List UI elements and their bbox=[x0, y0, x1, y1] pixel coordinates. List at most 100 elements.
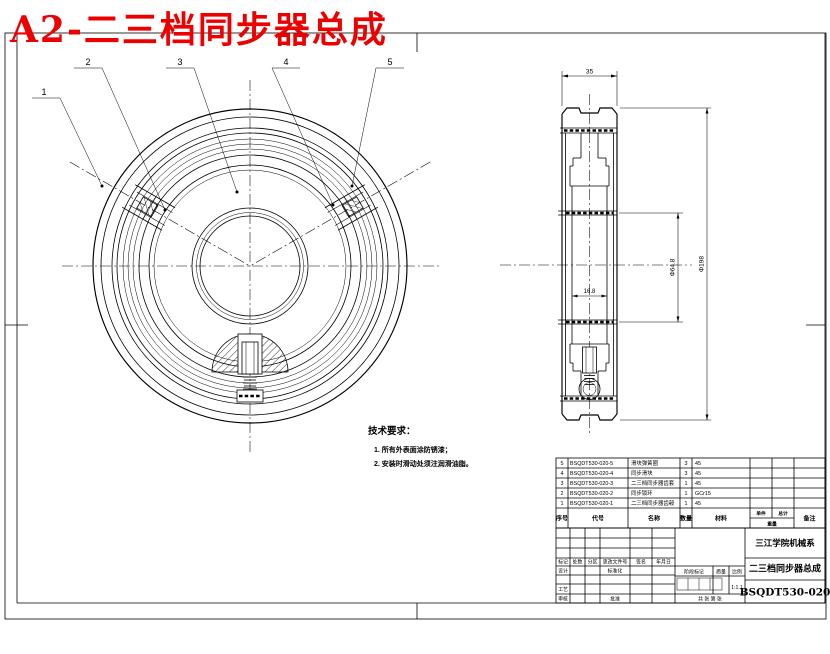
svg-text:1: 1 bbox=[685, 481, 688, 487]
drawing-title-block: 二三档同步器总成 bbox=[749, 563, 821, 574]
detent-detail bbox=[578, 346, 601, 400]
label-date: 年月日 bbox=[656, 559, 671, 566]
label-standardize: 标准化 bbox=[608, 568, 623, 575]
svg-text:45: 45 bbox=[695, 461, 701, 467]
balloon-1: 1 bbox=[32, 87, 104, 188]
svg-text:2: 2 bbox=[561, 491, 564, 497]
svg-text:1: 1 bbox=[685, 491, 688, 497]
dim-bore-dia: Φ64.8 bbox=[619, 212, 683, 323]
label-design: 设计 bbox=[558, 568, 568, 575]
sheet-border bbox=[4, 32, 827, 620]
bom-header-unit-weight: 单件 bbox=[756, 510, 766, 517]
bom-row-2: 2 BSQDT530-020-2 同步锁环 1 GCr15 bbox=[561, 489, 711, 497]
label-review: 审核 bbox=[558, 596, 568, 603]
dim-width-text: 35 bbox=[586, 69, 594, 76]
side-view: 35 Φ198 Φ64.8 16. bbox=[500, 69, 711, 436]
balloon-3-label: 3 bbox=[177, 57, 182, 67]
balloon-2-label: 2 bbox=[85, 57, 90, 67]
svg-text:BSQDT530-020-3: BSQDT530-020-3 bbox=[570, 481, 613, 487]
bom-header-weight: 重量 bbox=[767, 521, 777, 528]
bom-row-4: 4 BSQDT530-020-4 同步滑块 3 45 bbox=[561, 469, 702, 477]
balloon-4: 4 bbox=[271, 57, 335, 207]
label-approve: 批准 bbox=[610, 596, 620, 603]
balloon-2: 2 bbox=[74, 57, 167, 212]
front-view: 1 2 3 4 bbox=[32, 57, 442, 452]
label-zone: 分区 bbox=[588, 559, 598, 566]
bom-row-5: 5 BSQDT530-020-5 滑块弹簧圈 3 45 bbox=[561, 459, 702, 467]
bom-header-total-weight: 总计 bbox=[778, 510, 788, 517]
balloon-5: 5 bbox=[350, 57, 404, 188]
svg-text:GCr15: GCr15 bbox=[695, 491, 711, 497]
balloon-5-label: 5 bbox=[387, 57, 392, 67]
bom-header-name: 名称 bbox=[648, 515, 660, 523]
balloon-3: 3 bbox=[166, 57, 239, 194]
svg-text:二三档同步器齿毂: 二三档同步器齿毂 bbox=[631, 499, 675, 507]
bom-table: 序号 代号 名称 数量 材料 单件 总计 重量 备注 5 BSQDT530-02… bbox=[555, 457, 826, 529]
svg-text:45: 45 bbox=[695, 471, 701, 477]
label-sign: 签名 bbox=[636, 559, 646, 566]
page-title: A2-二三档同步器总成 bbox=[9, 9, 388, 51]
hub-profile bbox=[569, 133, 610, 396]
spring-coils bbox=[243, 376, 257, 390]
svg-text:BSQDT530-020-1: BSQDT530-020-1 bbox=[570, 501, 613, 507]
sleeve-top-profile bbox=[561, 107, 618, 115]
dim-hub-width-text: 16.8 bbox=[584, 289, 596, 295]
svg-text:3: 3 bbox=[561, 481, 564, 487]
svg-text:滑块弹簧圈: 滑块弹簧圈 bbox=[631, 459, 658, 467]
svg-text:BSQDT530-020-4: BSQDT530-020-4 bbox=[570, 471, 613, 477]
bom-row-3: 3 BSQDT530-020-3 二三档同步器齿套 1 45 bbox=[561, 479, 702, 487]
bom-header-code: 代号 bbox=[591, 515, 604, 523]
dim-bore-dia-text: Φ64.8 bbox=[670, 258, 677, 276]
svg-text:5: 5 bbox=[561, 461, 564, 467]
title-block: 标记 处数 分区 更改文件号 签名 年月日 设计 标准化 工艺 审核 批准 阶段… bbox=[555, 527, 830, 604]
label-count: 处数 bbox=[573, 559, 583, 566]
detent-ball bbox=[578, 378, 601, 400]
svg-text:1: 1 bbox=[561, 501, 564, 507]
tech-req-item-2: 2. 安装时滑动处须注润滑油脂。 bbox=[374, 459, 473, 468]
svg-text:BSQDT530-020-5: BSQDT530-020-5 bbox=[570, 461, 613, 467]
svg-text:45: 45 bbox=[695, 481, 701, 487]
bom-header-material: 材料 bbox=[714, 515, 727, 523]
svg-text:BSQDT530-020-2: BSQDT530-020-2 bbox=[570, 491, 613, 497]
dimensions: 35 Φ198 Φ64.8 16. bbox=[561, 69, 711, 421]
bom-rows: 5 BSQDT530-020-5 滑块弹簧圈 3 45 4 BSQDT530-0… bbox=[561, 459, 711, 507]
svg-text:4: 4 bbox=[561, 471, 564, 477]
label-stage-mark: 阶段标记 bbox=[684, 568, 704, 575]
bom-header-seq: 序号 bbox=[555, 515, 568, 523]
dim-outer-dia: Φ198 bbox=[620, 107, 711, 421]
svg-text:3: 3 bbox=[685, 471, 688, 477]
tech-req-heading: 技术要求： bbox=[368, 425, 416, 437]
balloon-4-label: 4 bbox=[283, 57, 288, 67]
label-mark: 标记 bbox=[558, 559, 568, 566]
svg-text:同步锁环: 同步锁环 bbox=[631, 489, 653, 497]
title-block-labels: 标记 处数 分区 更改文件号 签名 年月日 设计 标准化 工艺 审核 批准 阶段… bbox=[558, 559, 743, 603]
dim-hub-width: 16.8 bbox=[572, 289, 607, 298]
balloon-callouts: 1 2 3 4 bbox=[32, 57, 404, 212]
tech-req-item-1: 1. 所有外表面涂防锈漆； bbox=[374, 445, 452, 454]
title-block-grid bbox=[555, 527, 826, 604]
sleeve-bottom-profile bbox=[561, 413, 618, 421]
svg-text:1: 1 bbox=[685, 501, 688, 507]
label-craft: 工艺 bbox=[558, 587, 568, 593]
bom-header-row: 序号 代号 名称 数量 材料 单件 总计 重量 备注 bbox=[555, 510, 816, 528]
dim-width-35: 35 bbox=[561, 69, 618, 106]
svg-text:3: 3 bbox=[685, 461, 688, 467]
svg-text:二三档同步器齿套: 二三档同步器齿套 bbox=[631, 479, 675, 487]
label-scale: 比例 bbox=[732, 568, 742, 575]
label-mass: 质量 bbox=[716, 568, 726, 575]
bom-header-remark: 备注 bbox=[802, 515, 815, 523]
dim-outer-dia-text: Φ198 bbox=[699, 256, 706, 272]
scale-value: 1:1.1 bbox=[731, 585, 743, 591]
bom-row-1: 1 BSQDT530-020-1 二三档同步器齿毂 1 45 bbox=[561, 499, 702, 507]
organization-name: 三江学院机械系 bbox=[755, 538, 815, 548]
bottom-slider-detail bbox=[211, 333, 289, 403]
balloon-1-label: 1 bbox=[41, 87, 46, 97]
tech-requirements: 技术要求： 1. 所有外表面涂防锈漆； 2. 安装时滑动处须注润滑油脂。 bbox=[368, 425, 473, 468]
bom-grid bbox=[555, 457, 826, 529]
svg-text:同步滑块: 同步滑块 bbox=[631, 469, 653, 477]
label-file-no: 更改文件号 bbox=[603, 559, 628, 566]
svg-text:45: 45 bbox=[695, 501, 701, 507]
drawing-number: BSQDT530-020 bbox=[740, 587, 830, 599]
